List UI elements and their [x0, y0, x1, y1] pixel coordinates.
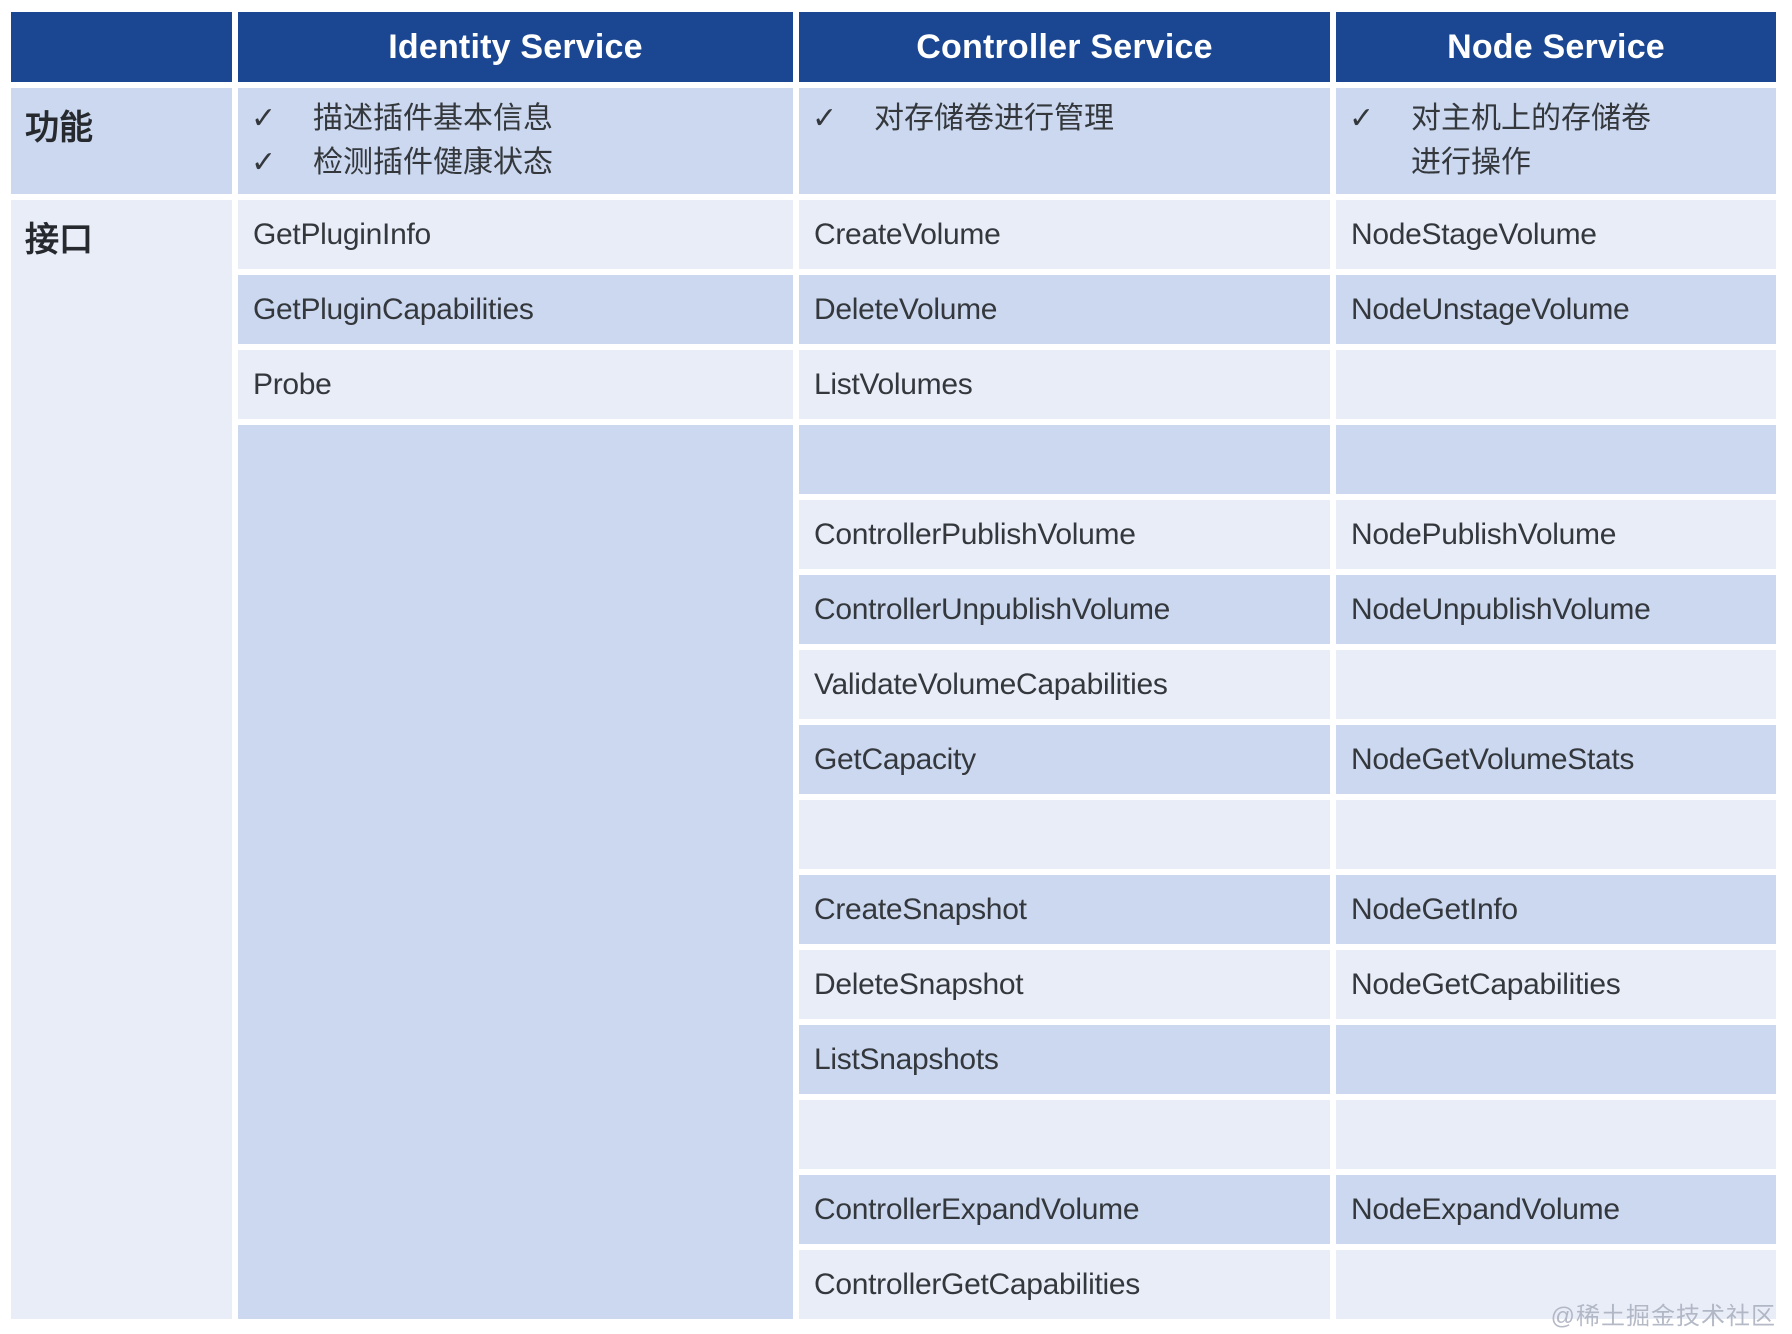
feature-cell-controller: ✓ 对存储卷进行管理 [799, 88, 1330, 194]
interface-cell-node-empty [1336, 425, 1776, 494]
interface-name: ControllerExpandVolume [814, 1192, 1140, 1226]
interface-name: NodeGetInfo [1351, 892, 1518, 926]
interface-name: ControllerUnpublishVolume [814, 592, 1171, 626]
feature-text: 检测插件健康状态 [313, 141, 553, 185]
header-cell-controller-service: Controller Service [799, 12, 1330, 82]
checkmark-icon: ✓ [812, 102, 838, 135]
interface-name: NodeGetVolumeStats [1351, 742, 1635, 776]
interface-cell-node-empty [1336, 800, 1776, 869]
interface-cell-controller-ControllerExpandVolume: ControllerExpandVolume [799, 1175, 1330, 1244]
interface-name: ControllerGetCapabilities [814, 1267, 1140, 1301]
services-table: Identity Service Controller Service Node… [11, 12, 1776, 1319]
interface-name: GetPluginInfo [253, 217, 431, 251]
interface-name: NodeUnpublishVolume [1351, 592, 1651, 626]
interface-cell-node-NodeExpandVolume: NodeExpandVolume [1336, 1175, 1776, 1244]
interface-name: NodePublishVolume [1351, 517, 1617, 551]
interface-cell-controller-empty [799, 425, 1330, 494]
checkmark-icon: ✓ [1349, 102, 1375, 135]
interface-cell-controller-CreateVolume: CreateVolume [799, 200, 1330, 269]
interface-cell-controller-DeleteSnapshot: DeleteSnapshot [799, 950, 1330, 1019]
interface-cell-node-NodePublishVolume: NodePublishVolume [1336, 500, 1776, 569]
feature-line: 描述插件基本信息 [313, 102, 553, 135]
interface-name: ListVolumes [814, 367, 973, 401]
interface-name: GetCapacity [814, 742, 976, 776]
interface-cell-controller-empty [799, 800, 1330, 869]
interface-row-label: 接口 [25, 221, 93, 259]
interface-cell-node-NodeUnstageVolume: NodeUnstageVolume [1336, 275, 1776, 344]
interface-cell-controller-empty [799, 1100, 1330, 1169]
interface-cell-identity-GetPluginInfo: GetPluginInfo [238, 200, 793, 269]
interface-name: ListSnapshots [814, 1042, 999, 1076]
interface-cell-node-NodeGetInfo: NodeGetInfo [1336, 875, 1776, 944]
checkmark-icon: ✓ [251, 146, 277, 179]
interface-cell-controller-ControllerGetCapabilities: ControllerGetCapabilities [799, 1250, 1330, 1319]
header-cell-corner [11, 12, 232, 82]
interface-cell-controller-DeleteVolume: DeleteVolume [799, 275, 1330, 344]
interface-name: ValidateVolumeCapabilities [814, 667, 1168, 701]
feature-row-label-cell: 功能 [11, 88, 232, 194]
feature-item-controller: ✓ 对存储卷进行管理 [812, 97, 1330, 141]
interface-cell-node-empty [1336, 350, 1776, 419]
header-label-node: Node Service [1447, 27, 1665, 66]
interface-cell-controller-ControllerPublishVolume: ControllerPublishVolume [799, 500, 1330, 569]
interface-name: NodeGetCapabilities [1351, 967, 1621, 1001]
interface-cell-controller-ValidateVolumeCapabilities: ValidateVolumeCapabilities [799, 650, 1330, 719]
interface-name: NodeUnstageVolume [1351, 292, 1630, 326]
interface-name: GetPluginCapabilities [253, 292, 534, 326]
interface-cell-controller-ListVolumes: ListVolumes [799, 350, 1330, 419]
feature-item-node: ✓ 对主机上的存储卷进行操作 [1349, 97, 1776, 185]
interface-name: NodeExpandVolume [1351, 1192, 1620, 1226]
feature-cell-node: ✓ 对主机上的存储卷进行操作 [1336, 88, 1776, 194]
feature-line: 检测插件健康状态 [313, 146, 553, 179]
interface-cell-identity-merged-empty [238, 425, 793, 1319]
interface-name: CreateVolume [814, 217, 1001, 251]
feature-line: 进行操作 [1411, 146, 1531, 179]
interface-cell-controller-ControllerUnpublishVolume: ControllerUnpublishVolume [799, 575, 1330, 644]
interface-cell-node-empty [1336, 650, 1776, 719]
interface-name: CreateSnapshot [814, 892, 1027, 926]
header-label-controller: Controller Service [916, 27, 1213, 66]
interface-name: Probe [253, 367, 332, 401]
header-cell-identity-service: Identity Service [238, 12, 793, 82]
interface-name: ControllerPublishVolume [814, 517, 1136, 551]
feature-item-identity: ✓ 描述插件基本信息 [251, 97, 793, 141]
interface-cell-identity-Probe: Probe [238, 350, 793, 419]
watermark: @稀土掘金技术社区 [1550, 1303, 1776, 1330]
feature-text: 描述插件基本信息 [313, 97, 553, 141]
interface-cell-node-empty [1336, 1250, 1776, 1319]
interface-cell-node-NodeUnpublishVolume: NodeUnpublishVolume [1336, 575, 1776, 644]
feature-text: 对存储卷进行管理 [874, 97, 1114, 141]
feature-text: 对主机上的存储卷进行操作 [1411, 97, 1651, 185]
feature-item-identity: ✓ 检测插件健康状态 [251, 141, 793, 185]
interface-cell-node-empty [1336, 1025, 1776, 1094]
interface-cell-node-NodeStageVolume: NodeStageVolume [1336, 200, 1776, 269]
interface-name: DeleteVolume [814, 292, 998, 326]
interface-cell-node-NodeGetVolumeStats: NodeGetVolumeStats [1336, 725, 1776, 794]
interface-cell-controller-ListSnapshots: ListSnapshots [799, 1025, 1330, 1094]
interface-cell-node-empty [1336, 1100, 1776, 1169]
feature-line: 对存储卷进行管理 [874, 102, 1114, 135]
interface-cell-node-NodeGetCapabilities: NodeGetCapabilities [1336, 950, 1776, 1019]
interface-cell-controller-GetCapacity: GetCapacity [799, 725, 1330, 794]
interface-name: DeleteSnapshot [814, 967, 1024, 1001]
feature-cell-identity: ✓ 描述插件基本信息 ✓ 检测插件健康状态 [238, 88, 793, 194]
interface-cell-identity-GetPluginCapabilities: GetPluginCapabilities [238, 275, 793, 344]
header-label-identity: Identity Service [388, 27, 643, 66]
interface-row-label-cell: 接口 [11, 200, 232, 1319]
interface-name: NodeStageVolume [1351, 217, 1597, 251]
checkmark-icon: ✓ [251, 102, 277, 135]
interface-cell-controller-CreateSnapshot: CreateSnapshot [799, 875, 1330, 944]
feature-line: 对主机上的存储卷 [1411, 102, 1651, 135]
header-cell-node-service: Node Service [1336, 12, 1776, 82]
feature-row-label: 功能 [25, 109, 93, 147]
